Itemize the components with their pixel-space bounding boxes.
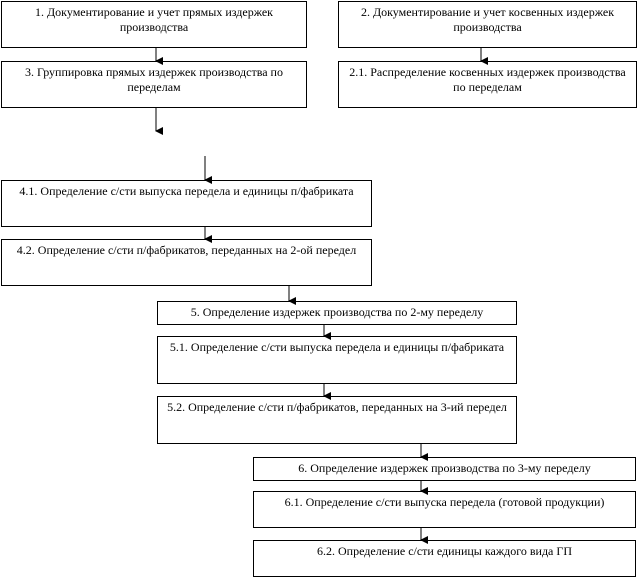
box-6-label: 6. Определение издержек производства по … [298, 461, 591, 475]
box-5-label: 5. Определение издержек производства по … [190, 305, 484, 319]
box-5-1-stage-output-cost: 5.1. Определение с/сти выпуска передела … [157, 336, 517, 384]
box-2-label: 2. Документирование и учет косвенных изд… [360, 5, 615, 34]
box-3-direct-cost-grouping: 3. Группировка прямых издержек производс… [1, 61, 307, 108]
box-5-1-label: 5.1. Определение с/сти выпуска передела … [169, 340, 505, 354]
box-5-2-label: 5.2. Определение с/сти п/фабрикатов, пер… [167, 400, 507, 414]
box-4-2-semi-finished-transfer-cost: 4.2. Определение с/сти п/фабрикатов, пер… [1, 239, 372, 286]
box-5-2-semi-finished-transfer-cost: 5.2. Определение с/сти п/фабрикатов, пер… [157, 396, 517, 444]
box-2-indirect-cost-documentation: 2. Документирование и учет косвенных изд… [338, 1, 637, 48]
box-4-2-label: 4.2. Определение с/сти п/фабрикатов, пер… [16, 243, 357, 257]
box-3-label: 3. Группировка прямых издержек производс… [25, 65, 283, 94]
box-4-1-label: 4.1. Определение с/сти выпуска передела … [19, 184, 354, 198]
box-4-1-stage-output-cost: 4.1. Определение с/сти выпуска передела … [1, 180, 372, 227]
box-5-stage-2-costs: 5. Определение издержек производства по … [157, 301, 517, 325]
box-6-1-finished-product-cost: 6.1. Определение с/сти выпуска передела … [253, 491, 636, 528]
box-2-1-label: 2.1. Распределение косвенных издержек пр… [349, 65, 626, 94]
box-6-stage-3-costs: 6. Определение издержек производства по … [253, 457, 636, 481]
box-6-2-label: 6.2. Определение с/сти единицы каждого в… [317, 544, 572, 558]
box-6-2-unit-cost-per-product: 6.2. Определение с/сти единицы каждого в… [253, 540, 636, 577]
box-6-1-label: 6.1. Определение с/сти выпуска передела … [284, 495, 605, 509]
box-1-label: 1. Документирование и учет прямых издерж… [35, 5, 273, 34]
box-1-direct-cost-documentation: 1. Документирование и учет прямых издерж… [1, 1, 307, 48]
